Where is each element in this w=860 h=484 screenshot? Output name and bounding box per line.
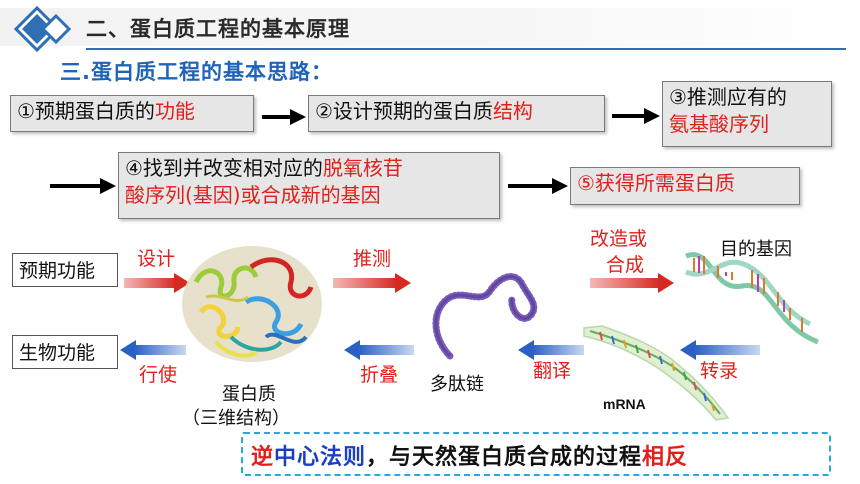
step-3-box: ③推测应有的 氨基酸序列 [662, 81, 832, 147]
modify-label-1: 改造或 [590, 228, 648, 250]
step-2-box: ②设计预期的蛋白质结构 [308, 95, 605, 132]
step-1-highlight: 功能 [154, 99, 195, 123]
protein-subtitle: （三维结构） [182, 408, 290, 429]
expected-function-box: 预期功能 [12, 253, 118, 287]
arrow-right-icon [612, 108, 660, 124]
step-2-prefix: ②设计预期的蛋白质 [315, 99, 493, 123]
step-1-box: ①预期蛋白质的功能 [10, 95, 254, 132]
transcribe-label: 转录 [700, 360, 739, 382]
arrow-right-icon [333, 273, 411, 293]
mrna-label: mRNA [603, 396, 646, 412]
step-4-box: ④找到并改变相对应的脱氧核苷 酸序列(基因)或合成新的基因 [118, 152, 500, 219]
protein-label: 蛋白质 [222, 384, 276, 405]
summary-note-box [241, 432, 831, 476]
biological-function-box: 生物功能 [12, 335, 118, 369]
header-divider [86, 48, 846, 50]
execute-label: 行使 [139, 364, 178, 386]
step-3-highlight: 氨基酸序列 [669, 112, 769, 136]
step-5-box: ⑤获得所需蛋白质 [570, 167, 800, 205]
step-4-highlight-1: 脱氧核苷 [322, 156, 403, 180]
arrow-right-icon [508, 178, 568, 194]
step-5-highlight: ⑤获得所需蛋白质 [577, 171, 735, 195]
section-title: 三.蛋白质工程的基本思路： [60, 60, 333, 84]
infer-label: 推测 [353, 248, 392, 270]
note-opposite: 相反 [642, 444, 689, 470]
note-central-dogma: 中心法则 [274, 444, 367, 470]
page-title: 二、蛋白质工程的基本原理 [86, 17, 350, 41]
polypeptide-chain-image [432, 273, 538, 360]
protein-structure-image [182, 246, 322, 362]
arrow-right-icon [124, 273, 190, 293]
design-label: 设计 [137, 248, 176, 270]
step-2-highlight: 结构 [492, 99, 533, 123]
translate-label: 翻译 [533, 360, 572, 382]
arrow-left-icon [680, 340, 760, 360]
arrow-left-icon [518, 340, 584, 360]
target-gene-label: 目的基因 [720, 239, 792, 260]
step-3-line1: ③推测应有的 [669, 85, 787, 109]
step-1-prefix: ①预期蛋白质的 [17, 99, 155, 123]
arrow-right-icon [590, 273, 674, 293]
step-4-prefix: ④找到并改变相对应的 [125, 156, 323, 180]
note-middle: ，与天然蛋白质合成的过程 [366, 444, 643, 470]
arrow-right-icon [262, 109, 306, 125]
header-band [0, 8, 860, 46]
biological-function-label: 生物功能 [19, 342, 96, 364]
summary-note: 逆中心法则，与天然蛋白质合成的过程相反 [251, 439, 688, 471]
fold-label: 折叠 [360, 364, 399, 386]
polypeptide-label: 多肽链 [430, 374, 484, 395]
diamond-logo-icon [14, 6, 72, 52]
note-reverse: 逆 [251, 444, 275, 470]
arrow-left-icon [344, 340, 414, 360]
arrow-left-icon [120, 340, 186, 360]
mrna-strand-image [583, 325, 730, 421]
step-4-highlight-2: 酸序列(基因)或合成新的基因 [125, 183, 381, 207]
arrow-right-icon [50, 178, 116, 194]
expected-function-label: 预期功能 [19, 260, 96, 282]
modify-label-2: 合成 [606, 254, 645, 276]
dna-helix-image [685, 252, 819, 345]
